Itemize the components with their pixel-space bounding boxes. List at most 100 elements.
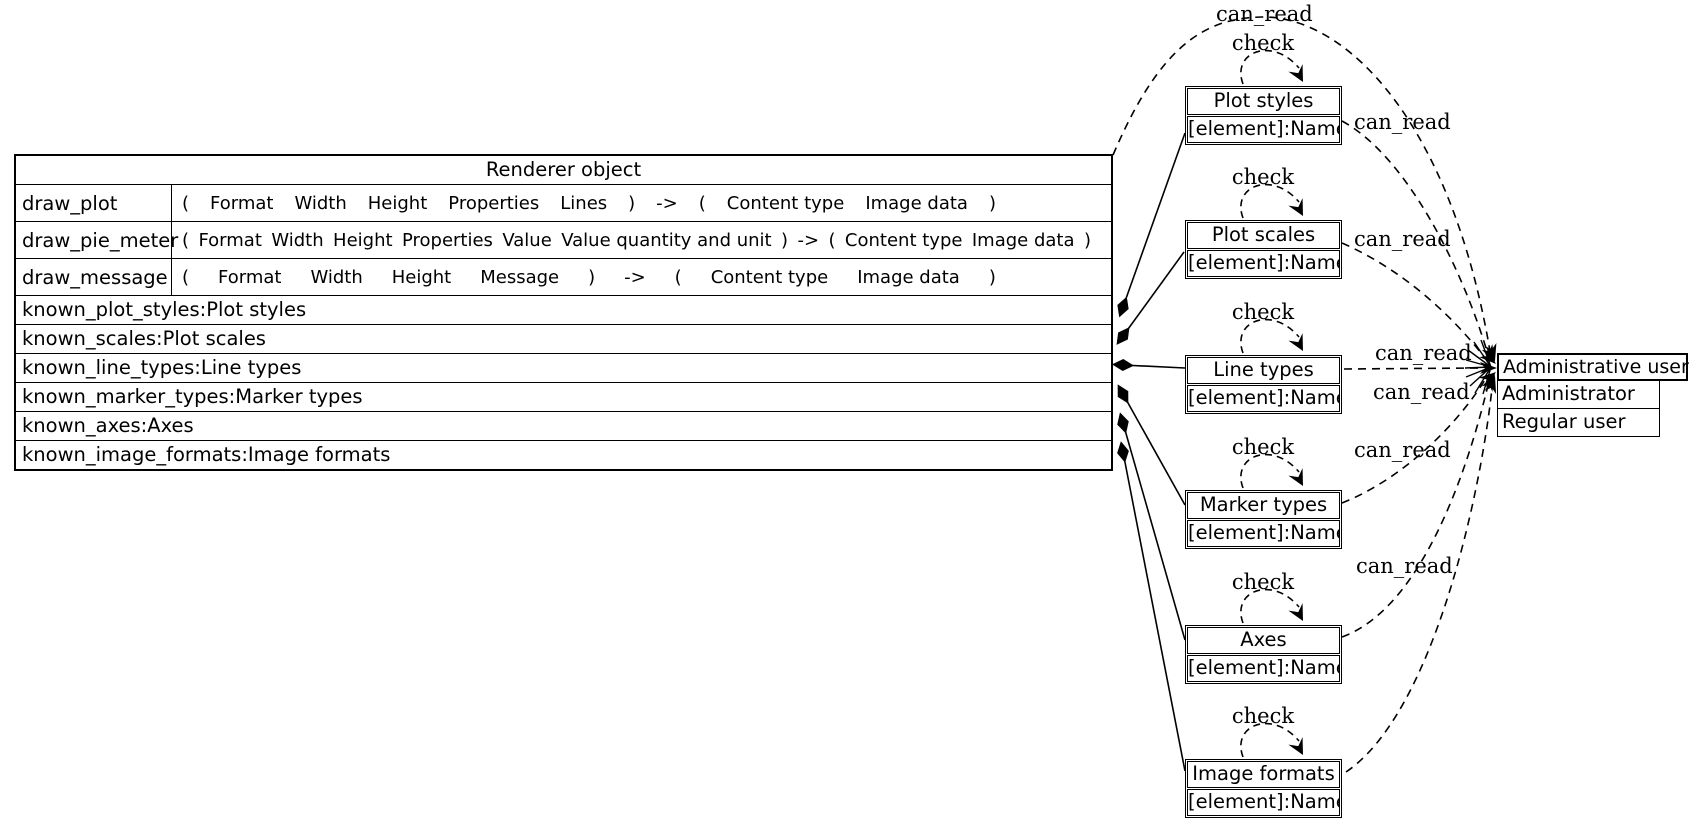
edge-label-can-read: can_read [1354,438,1451,462]
sig-token: -> [656,192,678,214]
attribute-row: known_marker_types:Marker types [16,382,1111,411]
sig-token: Image data [971,229,1075,251]
edge-label-can-read: can_read [1354,227,1451,251]
node-element-row: [element]:Name [1187,250,1340,277]
edge-label-check: check [1231,435,1295,459]
arrowhead-icon [1484,376,1497,394]
sig-token: Properties [401,229,493,251]
method-name: draw_message [16,259,172,295]
diamond-icon [1117,441,1129,463]
sig-token: -> [797,229,820,251]
edge-label-can-read: can_read [1354,110,1451,134]
loop-check-line-types [1240,318,1300,354]
loop-check-plot-scales [1240,183,1300,219]
sig-token: ) [988,266,996,288]
edge-label-check: check [1231,300,1295,324]
node-title: Marker types [1187,492,1340,519]
node-title: Axes [1187,627,1340,654]
edge-can-read-marker-types [1341,374,1489,504]
method-name: draw_plot [16,185,172,221]
sig-token: Properties [448,192,540,214]
sig-token: Height [391,266,452,288]
edge-known-marker-types [1122,393,1186,506]
edge-can-read-line-types [1343,367,1481,370]
arrowhead-icon [1288,737,1303,755]
sig-token: ( [182,266,190,288]
node-title: Line types [1187,357,1340,384]
sig-token: Format [198,229,262,251]
sig-token: ( [698,192,706,214]
user-row: Regular user [1498,408,1659,436]
sig-token: Width [310,266,363,288]
method-name: draw_pie_meter [16,222,178,258]
node-title: Plot styles [1187,88,1340,115]
edge-label-check: check [1231,165,1295,189]
node-element-row: [element]:Name [1187,520,1340,547]
sig-token: Value quantity and unit [561,229,772,251]
composition-edges [1122,132,1186,772]
node-administrative-user: Administrative user Administrator Regula… [1497,353,1689,437]
node-element-row: [element]:Name [1187,789,1340,816]
edge-label-can-read: can_read [1356,554,1453,578]
check-self-loops [1240,49,1300,758]
edge-label-can-read: can_read [1373,380,1470,404]
sig-token: Image data [857,266,960,288]
sig-token: Content type [844,229,963,251]
arrowhead-icon [1288,603,1303,621]
attribute-row: known_axes:Axes [16,411,1111,440]
sig-token: Content type [710,266,829,288]
sig-token: ( [674,266,682,288]
node-title: Plot scales [1187,222,1340,249]
check-arrowheads [1288,64,1303,755]
sig-token: ) [628,192,636,214]
sig-token: ) [588,266,596,288]
loop-check-axes [1240,588,1300,624]
edge-can-read-plot-styles [1341,120,1490,359]
node-plot-scales: Plot scales [element]:Name [1185,220,1342,279]
diamond-icon [1112,359,1134,371]
edge-can-read-renderer [1112,16,1492,358]
attribute-row: known_image_formats:Image formats [16,440,1111,469]
user-node-rows: Administrator Regular user [1497,381,1660,437]
sig-token: Lines [560,192,608,214]
user-node-title: Administrative user [1497,353,1689,381]
node-line-types: Line types [element]:Name [1185,355,1342,414]
attribute-row: known_line_types:Line types [16,353,1111,382]
node-plot-styles: Plot styles [element]:Name [1185,86,1342,145]
arrowhead-icon [1288,468,1303,486]
composition-diamonds [1112,296,1134,463]
sig-token: Format [218,266,282,288]
diamond-icon [1117,412,1129,434]
edge-known-image-formats [1122,451,1186,772]
loop-check-plot-styles [1240,49,1300,85]
sig-token: ) [988,192,996,214]
edge-label-check: check [1231,570,1295,594]
edge-label-can-read: can_read [1375,341,1472,365]
diamond-icon [1116,327,1130,345]
node-axes: Axes [element]:Name [1185,625,1342,684]
loop-check-marker-types [1240,453,1300,489]
arrowhead-icon [1288,198,1303,216]
can-read-edges [1112,16,1493,773]
sig-token: Image data [865,192,968,214]
node-element-row: [element]:Name [1187,116,1340,143]
attribute-row: known_plot_styles:Plot styles [16,295,1111,324]
attribute-row: known_scales:Plot scales [16,324,1111,353]
can-read-arrowhead-starburst [1464,339,1497,395]
sig-token: ( [182,192,190,214]
diamond-icon [1117,384,1129,404]
sig-token: ( [828,229,836,251]
sig-token: Message [480,266,560,288]
node-element-row: [element]:Name [1187,385,1340,412]
edge-known-axes [1122,422,1186,641]
diamond-icon [1117,296,1129,318]
sig-token: Width [294,192,347,214]
